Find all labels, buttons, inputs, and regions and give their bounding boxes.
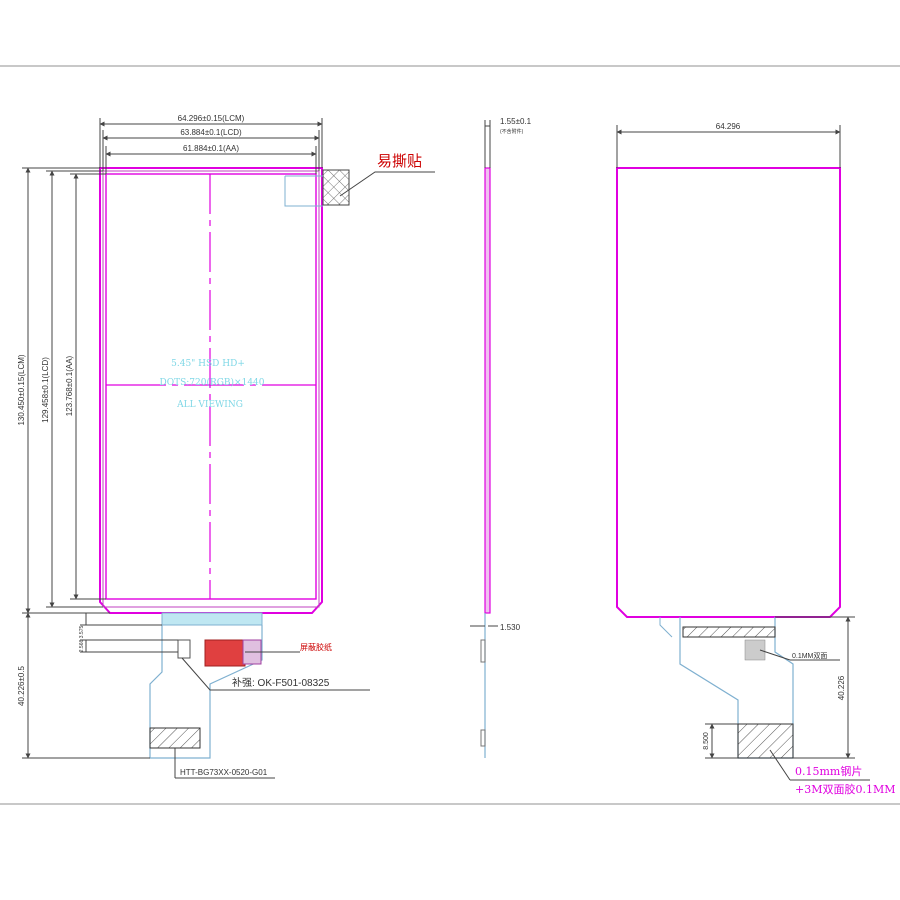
fpc-thickness-label: 1.530 [500,623,521,632]
steel-label-line1: 0.15mm钢片 [795,765,862,778]
easy-tear-tab [322,169,350,206]
width-dimensions [99,118,323,174]
width-lcm-label: 64.296±0.15(LCM) [178,114,245,123]
stiffener-leader [181,657,370,691]
steel-label-line2: +3M双面胶0.1MM [795,782,896,796]
easy-tear-leader [339,171,435,197]
side-view: 1.55±0.1 (不含附件) 1.530 [470,117,532,758]
height-lcd-label: 129.458±0.1(LCD) [41,357,50,423]
center-label-line2: DOTS:720(RGB)×1440 [159,377,264,388]
back-fpc-length-label: 40.226 [837,675,846,700]
center-label-line1: 5.45" HSD HD+ [171,359,245,369]
width-lcd-label: 63.884±0.1(LCD) [180,128,242,137]
height-dimensions [22,167,178,759]
back-outline [616,167,841,618]
thickness-note: (不含附件) [500,128,524,135]
easy-tear-label: 易撕贴 [377,152,422,170]
thickness-label: 1.55±0.1 [500,117,532,126]
steel-height-label: 8.500 [703,732,710,750]
height-lcm-label: 130.450±0.15(LCM) [17,354,26,425]
center-label-line3: ALL VIEWING [176,400,243,410]
fpc [149,612,263,759]
height-aa-label: 123.768±0.1(AA) [65,355,74,416]
small-dim-1-label: 3.575 [79,626,85,639]
tape-label: 0.1MM双面 [792,652,827,660]
steel-plate [737,723,794,759]
small-dim-2-label: 2.566 [79,640,85,653]
fpc-length-label: 40.226±0.5 [17,665,26,706]
back-width-label: 64.296 [716,122,741,131]
shield-label: 屏蔽胶纸 [300,642,332,652]
width-aa-label: 61.884±0.1(AA) [183,144,239,153]
front-view: 5.45" HSD HD+ DOTS:720(RGB)×1440 ALL VIE… [17,114,435,779]
shield-tape [204,639,246,667]
lcd-outline [102,170,320,608]
connector-label: HTT-BG73XX-0520-G01 [180,768,268,777]
lcm-outline [99,167,323,614]
back-fpc [659,617,794,759]
fpc-connector [149,727,201,749]
active-area [105,173,317,600]
sheet-border [0,65,900,805]
stiffener-label: 补强: OK-F501-08325 [232,676,330,689]
back-view: 64.296 40.226 8.500 0.1MM双面 0.15mm钢片 +3M… [616,122,896,796]
side-panel [484,167,491,614]
